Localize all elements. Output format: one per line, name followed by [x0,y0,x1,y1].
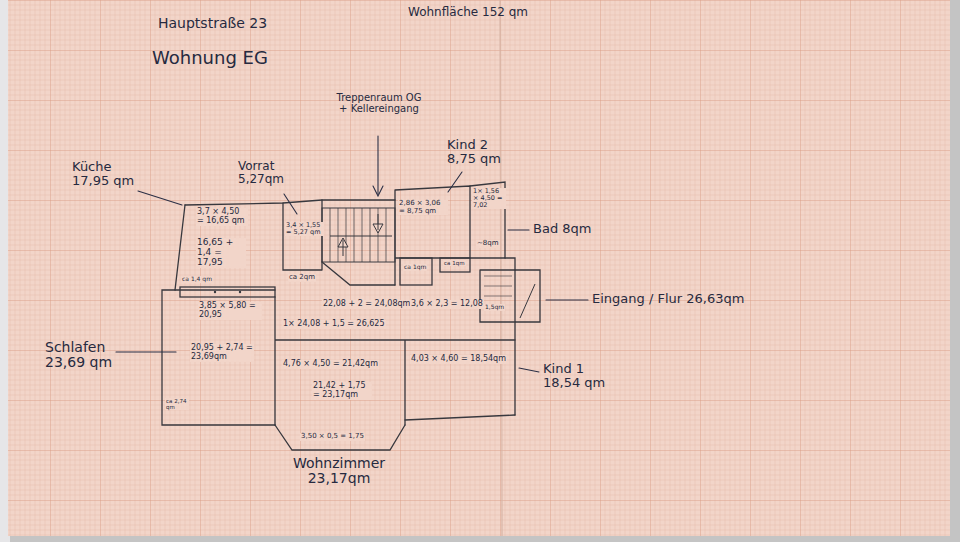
leader-arrow [377,136,378,194]
area-calculation: 3,4 × 1,55 = 5,27 qm [285,222,324,236]
area-calculation: 3,6 × 2,3 = 12,08 [410,300,484,309]
room-label: Kind 2 8,75 qm [447,138,509,167]
wall [405,415,515,420]
leader-line [448,172,462,192]
room-label: Treppenraum OG + Kellereingang [333,92,425,114]
area-calculation: 3,50 × 0,5 = 1,75 [300,433,365,441]
area-note: 1,5qm [484,304,505,311]
wall [175,289,275,290]
area-calculation: 4,03 × 4,60 = 18,54qm [410,355,507,364]
walls [162,182,540,450]
room-label: Bad 8qm [533,222,591,236]
stair-steps [330,208,386,262]
area-note: ca 1qm [403,264,427,271]
wall [505,258,515,270]
floor-area-note: Wohnfläche 152 qm [408,6,528,19]
dot [214,291,216,293]
entrance-hatching [484,276,535,318]
wall [162,205,275,425]
title: Wohnung EG [152,48,268,68]
area-calculation: 1× 1,56 × 4,50 = 7,02 [472,188,506,209]
area-note: ca 2qm [288,274,316,282]
room-label: Kind 1 18,54 qm [543,362,613,391]
wall [275,297,515,425]
area-note: ca 1qm [443,260,466,266]
area-calculation: 20,95 + 2,74 = 23,69qm [190,344,254,362]
arrowhead [373,186,383,196]
area-calculation: 3,7 × 4,50 = 16,65 qm [196,208,248,226]
leader-line [138,191,182,205]
room-label: Schlafen 23,69 qm [45,340,125,371]
hatch [484,276,512,296]
room-label: Eingang / Flur 26,63qm [592,292,744,306]
area-calculation: 2,86 × 3,06 = 8,75 qm [398,200,448,215]
area-calculation: 16,65 + 1,4 = 17,95 [196,238,246,268]
area-note: ~8qm [476,240,500,248]
staircase [322,208,395,262]
room-label: Wohnzimmer 23,17qm [283,456,395,487]
counter [180,287,275,297]
leader-line [546,299,588,300]
area-note: ca 1,4 qm [181,276,213,283]
counter-dots [214,291,241,293]
closet [400,258,432,285]
area-calculation: 4,76 × 4,50 = 21,42qm [282,360,379,369]
dot [239,291,241,293]
stair-arrow-up [338,238,348,256]
graph-paper [8,0,950,536]
stair-arrow-down [373,214,383,233]
area-note: ca 2,74 qm [165,398,189,410]
area-calculation: 3,85 × 5,80 = 20,95 [198,302,262,320]
stair-line [330,236,392,237]
wall [395,186,470,285]
room-label: Küche 17,95 qm [72,160,142,189]
paper-fold [500,0,502,536]
leader-line [116,351,176,352]
room-label: Vorrat 5,27qm [238,160,290,186]
area-calculation: 1× 24,08 + 1,5 = 26,625 [282,320,386,329]
leader-line [519,368,539,372]
door-swing [520,284,535,318]
address: Hauptstraße 23 [158,16,267,31]
leader-line [284,194,297,214]
wall [480,270,515,322]
area-calculation: 21,42 + 1,75 = 23,17qm [312,382,372,400]
area-calculation: 22,08 + 2 = 24,08qm [322,300,411,309]
stair-outline [322,208,395,262]
bay-window [275,425,405,450]
wall [322,262,395,285]
leader-lines [116,136,588,372]
wall [515,270,540,415]
leader-line [508,229,529,230]
wall [470,182,505,258]
closet [440,258,470,272]
